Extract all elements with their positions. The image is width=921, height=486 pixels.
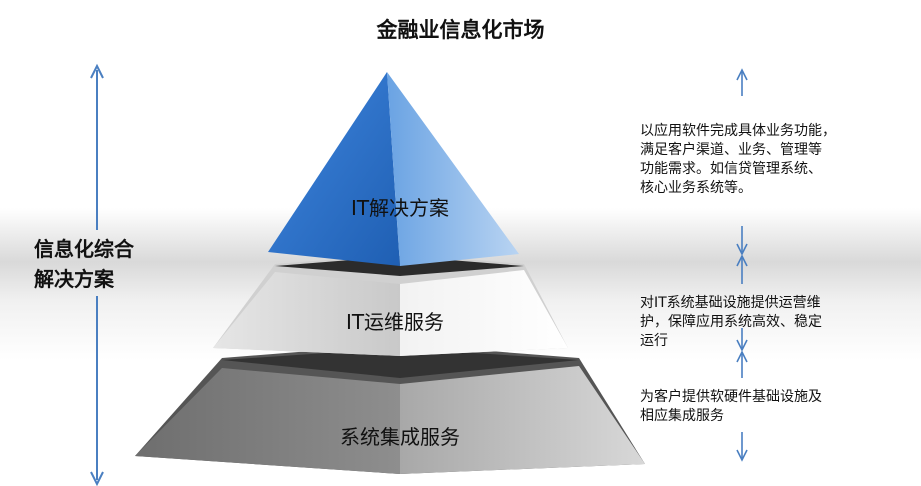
tier-middle-shape: [213, 254, 568, 356]
right-arrows: [736, 68, 748, 462]
desc-it-ops: 对IT系统基础设施提供运营维 护，保障应用系统高效、稳定 运行: [640, 295, 822, 349]
tier-label-system-integration: 系统集成服务: [340, 425, 460, 449]
tier-label-it-ops: IT运维服务: [345, 310, 445, 334]
diagram-title: 金融业信息化市场: [376, 18, 545, 42]
left-arrow: [90, 63, 104, 486]
tier-label-it-solution: IT解决方案: [350, 196, 450, 220]
tier-bottom-shape: [135, 344, 645, 474]
tier-top-shape: [268, 72, 519, 266]
integrated-solution-label: 信息化综合 解决方案: [34, 237, 134, 291]
desc-it-solution: 以应用软件完成具体业务功能， 满足客户渠道、业务、管理等 功能需求。如信贷管理系…: [640, 123, 836, 196]
desc-system-integration: 为客户提供软硬件基础设施及 相应集成服务: [640, 389, 822, 424]
